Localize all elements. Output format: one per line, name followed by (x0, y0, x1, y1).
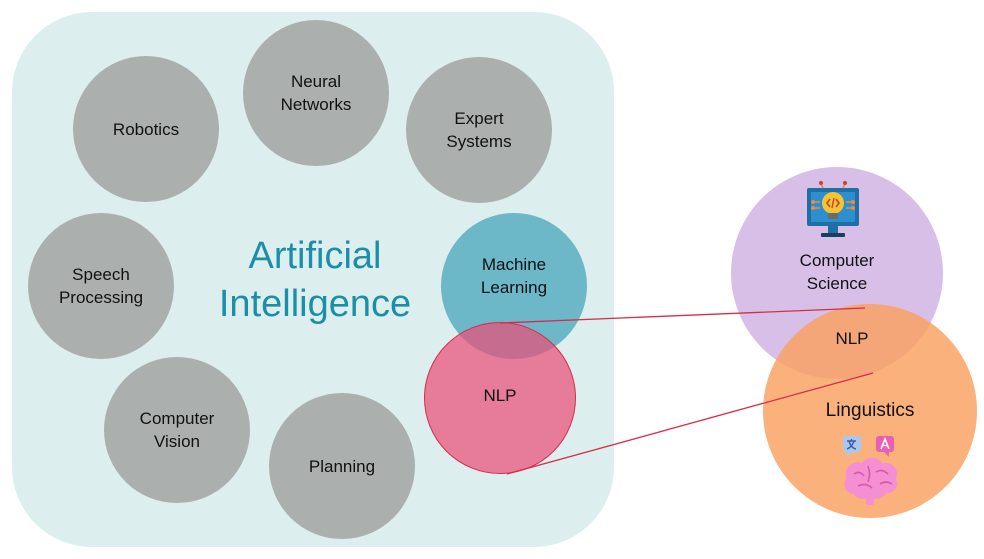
nlp-circle (424, 322, 576, 474)
computer-science-label: Computer Science (799, 251, 875, 293)
robotics-circle: Robotics (73, 56, 219, 202)
nlp-intersection-label: NLP (835, 329, 869, 348)
connector-line-upper (499, 307, 866, 324)
planning-label: Planning (308, 456, 376, 476)
connector-line-lower (506, 372, 874, 475)
planning-circle: Planning (269, 393, 415, 539)
expert-systems-circle: Expert Systems (406, 57, 552, 203)
machine-learning-label: Machine Learning (480, 255, 548, 297)
neural-networks-circle: Neural Networks (243, 20, 389, 166)
speech-processing-label: Speech Processing (58, 265, 144, 307)
translate-brain-icon (843, 436, 898, 505)
linguistics-label: Linguistics (825, 400, 915, 421)
speech-processing-circle: Speech Processing (28, 213, 174, 359)
computer-code-lightbulb-icon (807, 181, 859, 237)
neural-networks-label: Neural Networks (280, 72, 352, 114)
nlp-label: NLP (483, 386, 517, 405)
expert-systems-label: Expert Systems (446, 109, 512, 151)
computer-vision-label: Computer Vision (139, 409, 215, 451)
computer-vision-circle: Computer Vision (104, 357, 250, 503)
robotics-label: Robotics (112, 119, 180, 139)
ai-title: Artificial Intelligence (218, 235, 412, 325)
